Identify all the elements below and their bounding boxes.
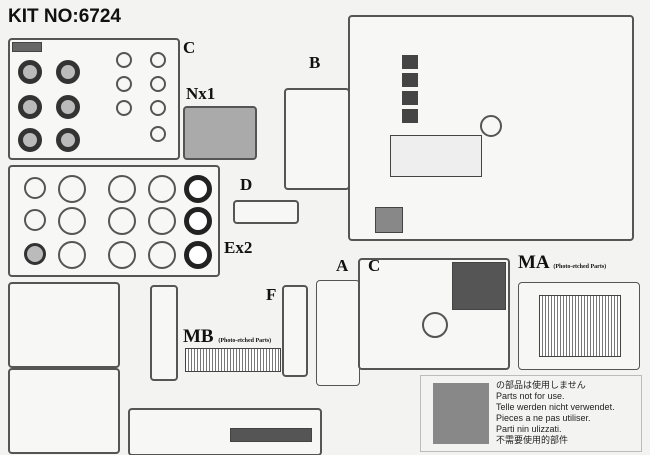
tire-part [108, 207, 136, 235]
notice-line-it: Parti nin ulizzati. [496, 424, 562, 434]
tire-part [108, 241, 136, 269]
sprue-label-c-lower: C [368, 256, 381, 275]
notice-line-en: Parts not for use. [496, 391, 565, 401]
rim-part [24, 209, 46, 231]
unused-parts-notice: の部品は使用しません Parts not for use. Telle werd… [420, 375, 642, 452]
hub-part [150, 76, 166, 92]
tire-part [184, 241, 212, 269]
notice-text: の部品は使用しません Parts not for use. Telle werd… [496, 380, 615, 446]
photo-etched-mb [185, 348, 281, 372]
hub-part [150, 52, 166, 68]
part [452, 262, 506, 310]
sprue-hub [422, 312, 448, 338]
sprue-d [233, 200, 299, 224]
body-part [390, 135, 482, 177]
tire-part [58, 175, 86, 203]
tire-part [148, 241, 176, 269]
wheel-part [18, 60, 42, 84]
sprue-b-frame [284, 88, 350, 190]
sprue-c-lower [358, 258, 510, 370]
mb-label: MB [183, 326, 214, 347]
sprue-label-f: F [266, 285, 277, 304]
hub-part [116, 100, 132, 116]
sprue-f-left [150, 285, 178, 381]
wheel-part [18, 95, 42, 119]
mb-sub-label: (Photo-etched Parts) [218, 338, 272, 344]
dark-part [12, 42, 42, 52]
sprue-e-upper [8, 282, 120, 368]
notice-line-de: Telle werden nicht verwendet. [496, 402, 615, 412]
tire-part [148, 175, 176, 203]
wheel-part [18, 128, 42, 152]
notice-line-ja: の部品は使用しません [496, 380, 586, 390]
tire-part [184, 175, 212, 203]
sprue-e-lower [8, 368, 120, 454]
sprue-label-a: A [336, 256, 349, 275]
tire-part [58, 207, 86, 235]
hub-part [116, 52, 132, 68]
ma-label: MA [518, 252, 549, 273]
hub-part [116, 76, 132, 92]
rim-part [24, 243, 46, 265]
part [375, 207, 403, 233]
kit-number-title: KIT NO:6724 [8, 6, 121, 27]
sprue-label-nx: Nx1 [186, 84, 216, 103]
wheel-part [56, 95, 80, 119]
sprue-ex-tires [8, 165, 220, 277]
part [402, 109, 418, 123]
sprue-f [282, 285, 308, 377]
pe-parts [539, 295, 621, 357]
sprue-label-b: B [309, 53, 321, 72]
ma-sub-label: (Photo-etched Parts) [553, 264, 607, 270]
tire-part [58, 241, 86, 269]
sprue-large-parts [348, 15, 634, 241]
sprue-label-c: C [183, 38, 196, 57]
part [402, 73, 418, 87]
hub-part [150, 100, 166, 116]
hub-part [150, 126, 166, 142]
tire-part [108, 175, 136, 203]
wheel-part [56, 60, 80, 84]
wheel-part [56, 128, 80, 152]
sprue-hub [480, 115, 502, 137]
part [402, 91, 418, 105]
part-a-chassis [316, 280, 360, 386]
unused-swatch [433, 383, 489, 444]
tire-part [148, 207, 176, 235]
sprue-c-wheels [8, 38, 180, 160]
sprue-nx [183, 106, 257, 160]
tire-part [184, 207, 212, 235]
rim-part [24, 177, 46, 199]
notice-line-fr: Pieces a ne pas utiliser. [496, 413, 591, 423]
sprue-label-ma: MA (Photo-etched Parts) [518, 252, 606, 274]
photo-etched-ma [518, 282, 640, 370]
notice-line-zh: 不需要使用的部件 [496, 435, 569, 445]
part [402, 55, 418, 69]
sprue-label-d: D [240, 175, 253, 194]
sprue-label-mb: MB (Photo-etched Parts) [183, 326, 271, 348]
sprue-label-ex: Ex2 [224, 238, 253, 257]
part [230, 428, 312, 442]
sprue-bottom [128, 408, 322, 455]
